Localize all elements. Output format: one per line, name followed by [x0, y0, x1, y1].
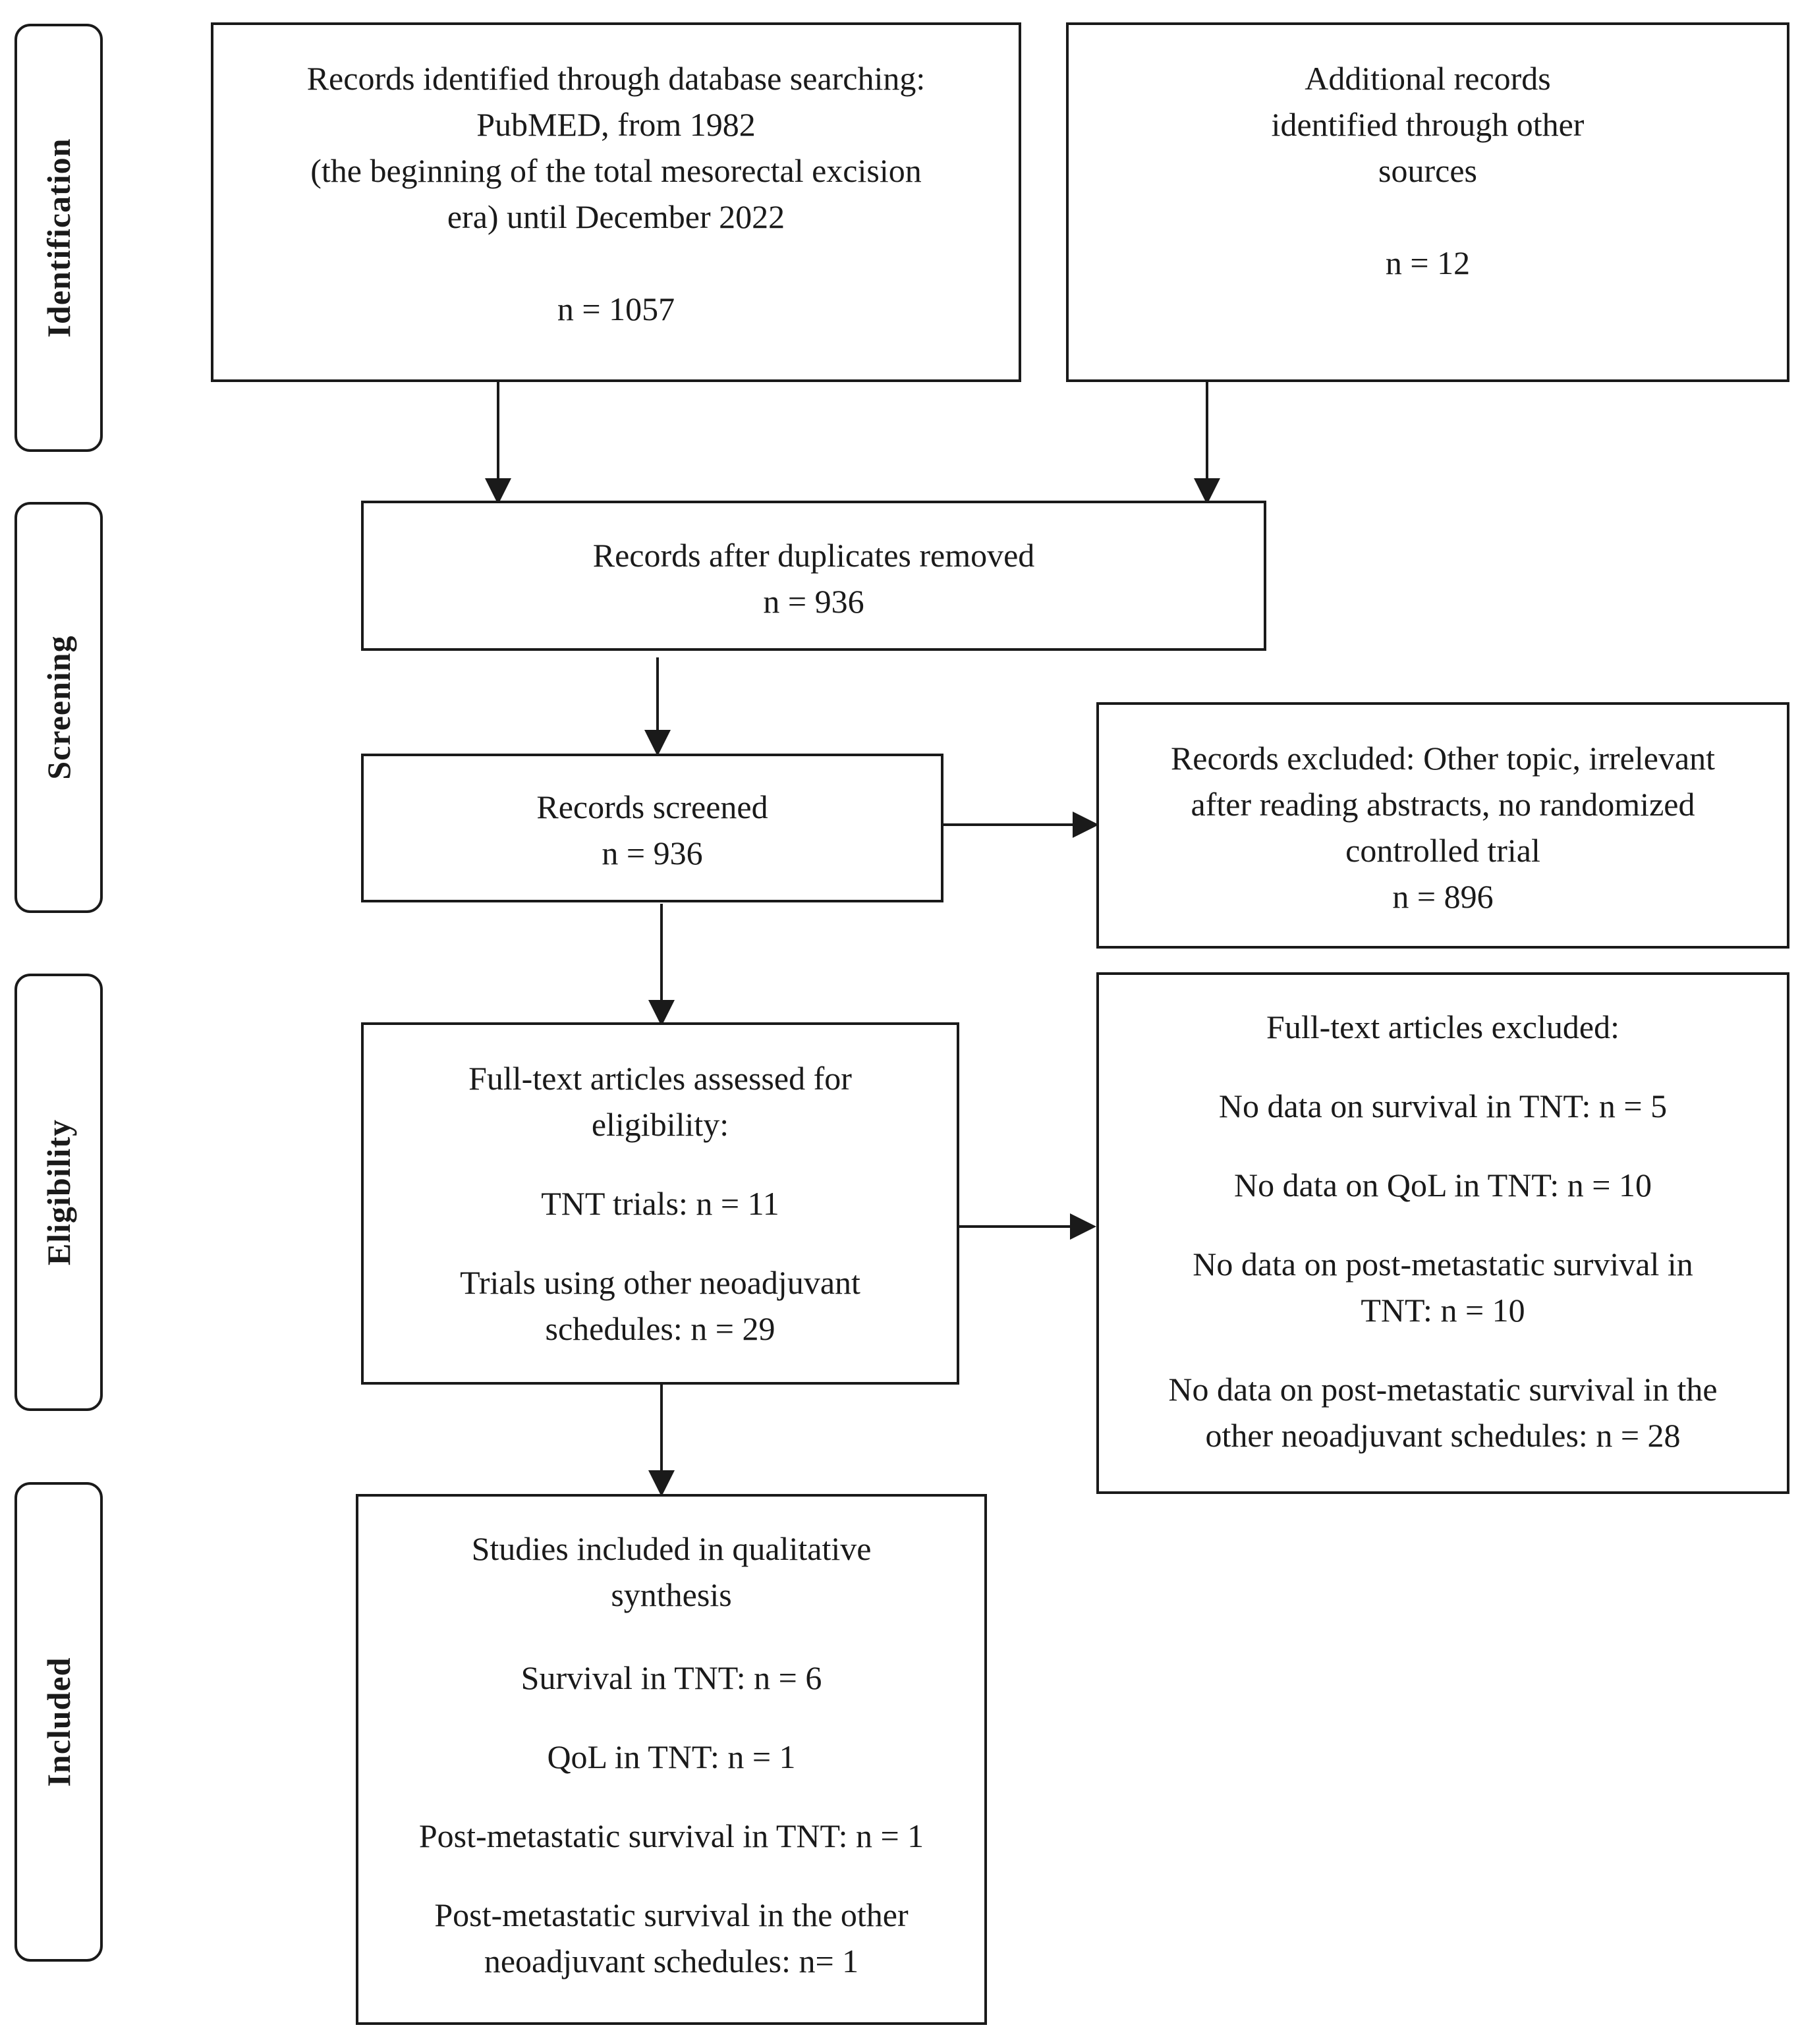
records-excluded-line1: Records excluded: Other topic, irrelevan… [1170, 740, 1716, 777]
fulltext-assessed-line1: Full-text articles assessed for [468, 1060, 852, 1097]
included-studies-item3: Post-metastatic survival in TNT: n = 1 [418, 1817, 924, 1854]
additional-records-count: n = 12 [1385, 244, 1471, 281]
included-studies-box: Studies included in qualitative synthesi… [356, 1494, 987, 2025]
additional-records-box: Additional records identified through ot… [1066, 22, 1789, 382]
duplicates-removed-count: n = 936 [763, 583, 864, 620]
included-studies-item2: QoL in TNT: n = 1 [547, 1738, 796, 1775]
database-records-count: n = 1057 [557, 290, 675, 327]
records-screened-label: Records screened [536, 788, 768, 825]
database-records-line2: PubMED, from 1982 [476, 106, 756, 143]
records-excluded-line3: controlled trial [1345, 832, 1540, 869]
fulltext-assessed-box: Full-text articles assessed for eligibil… [361, 1022, 959, 1385]
database-records-line1: Records identified through database sear… [306, 60, 926, 97]
database-records-box: Records identified through database sear… [211, 22, 1021, 382]
duplicates-removed-label: Records after duplicates removed [592, 537, 1035, 574]
included-studies-item1: Survival in TNT: n = 6 [520, 1659, 822, 1696]
fulltext-excluded-title: Full-text articles excluded: [1266, 1008, 1619, 1045]
included-studies-item4b: neoadjuvant schedules: n= 1 [484, 1943, 859, 1979]
database-records-line4: era) until December 2022 [447, 198, 785, 235]
records-excluded-box: Records excluded: Other topic, irrelevan… [1096, 702, 1789, 949]
records-screened-count: n = 936 [602, 835, 703, 871]
records-excluded-line2: after reading abstracts, no randomized [1191, 786, 1695, 823]
duplicates-removed-box: Records after duplicates removed n = 936 [361, 501, 1266, 651]
stage-eligibility: Eligibility [14, 974, 103, 1411]
included-studies-line1: Studies included in qualitative [471, 1530, 872, 1567]
additional-records-line3: sources [1378, 152, 1477, 189]
records-screened-box: Records screened n = 936 [361, 754, 943, 902]
fulltext-excluded-item4b: other neoadjuvant schedules: n = 28 [1205, 1417, 1681, 1454]
database-records-line3: (the beginning of the total mesorectal e… [310, 152, 922, 189]
fulltext-excluded-item3a: No data on post-metastatic survival in [1193, 1246, 1693, 1283]
additional-records-line1: Additional records [1305, 60, 1551, 97]
fulltext-excluded-item1: No data on survival in TNT: n = 5 [1218, 1088, 1668, 1124]
included-studies-line2: synthesis [611, 1576, 732, 1613]
fulltext-excluded-item3b: TNT: n = 10 [1361, 1292, 1525, 1329]
additional-records-line2: identified through other [1271, 106, 1585, 143]
records-excluded-count: n = 896 [1392, 878, 1494, 915]
fulltext-assessed-tnt: TNT trials: n = 11 [541, 1185, 779, 1222]
stage-identification: Identification [14, 24, 103, 452]
stage-screening: Screening [14, 502, 103, 913]
fulltext-assessed-other1: Trials using other neoadjuvant [460, 1264, 860, 1301]
fulltext-excluded-item2: No data on QoL in TNT: n = 10 [1234, 1167, 1652, 1203]
fulltext-assessed-line2: eligibility: [591, 1106, 729, 1143]
fulltext-assessed-other2: schedules: n = 29 [545, 1310, 775, 1347]
stage-included: Included [14, 1482, 103, 1962]
fulltext-excluded-item4a: No data on post-metastatic survival in t… [1168, 1371, 1718, 1408]
included-studies-item4a: Post-metastatic survival in the other [434, 1896, 909, 1933]
fulltext-excluded-box: Full-text articles excluded: No data on … [1096, 972, 1789, 1494]
